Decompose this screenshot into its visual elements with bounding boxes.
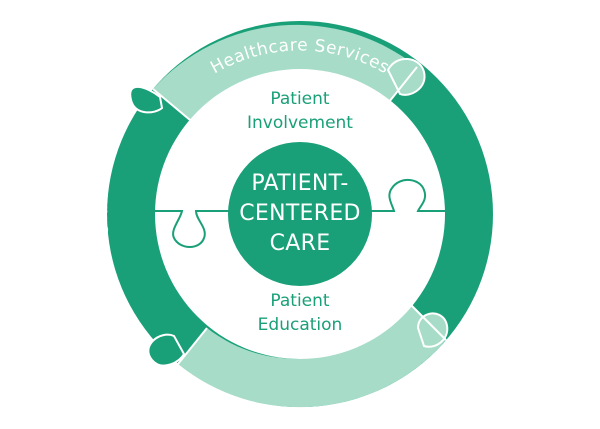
inner-label-bottom-line-2: Education (258, 315, 343, 335)
ring-divider (152, 88, 191, 121)
center-label-line-2: CENTERED (239, 201, 361, 226)
inner-label-top-line-1: Patient (270, 89, 330, 109)
center-circle (228, 142, 372, 286)
inner-label-bottom-line-1: Patient (270, 291, 330, 311)
inner-label-top-line-2: Involvement (247, 113, 353, 133)
ring-divider (409, 303, 447, 341)
ring-label-right: Processes (497, 166, 522, 260)
center-label-line-3: CARE (270, 231, 331, 256)
ring-segment-products (178, 304, 446, 408)
puzzle-knob-bottom-left (147, 333, 186, 367)
ring-label-bottom: Products (261, 405, 340, 429)
inner-divider-right (368, 179, 445, 212)
puzzle-knob-top-left (129, 85, 164, 114)
center-label-line-1: PATIENT- (251, 171, 348, 196)
ring-label-left: Staff (92, 190, 113, 236)
inner-divider-left (155, 210, 232, 248)
ring-divider (177, 327, 208, 365)
